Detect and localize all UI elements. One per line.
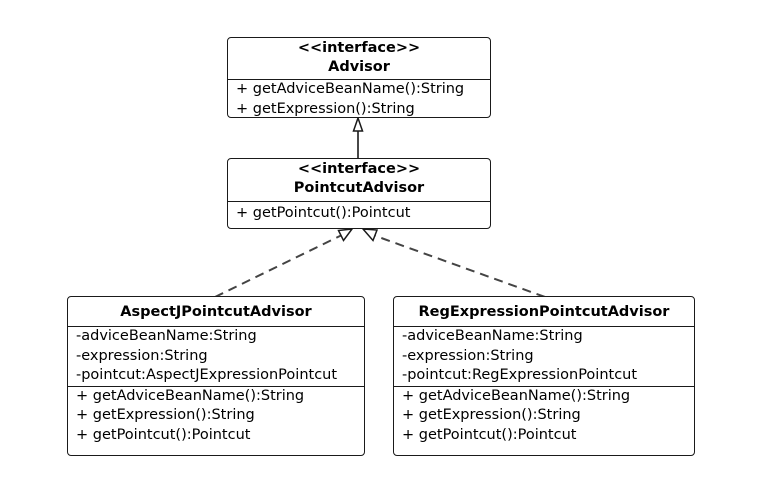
method: + getAdviceBeanName():String — [402, 387, 631, 404]
method: + getPointcut():Pointcut — [236, 205, 411, 221]
attribute: -expression:String — [402, 347, 534, 364]
class-advisor: <<interface>> Advisor + getAdviceBeanNam… — [227, 37, 491, 118]
realization-arrowhead-regexp — [361, 228, 379, 242]
method: + getPointcut():Pointcut — [402, 426, 577, 443]
attribute: -adviceBeanName:String — [402, 328, 583, 344]
class-name: RegExpressionPointcutAdvisor — [418, 304, 670, 320]
methods-section: + getAdviceBeanName():String + getExpres… — [228, 79, 490, 117]
class-header: <<interface>> PointcutAdvisor — [228, 159, 490, 198]
realization-arrowhead-aspectj — [337, 228, 354, 242]
realization-line-regexp — [372, 234, 546, 298]
methods-section: + getAdviceBeanName():String + getExpres… — [394, 385, 694, 446]
attribute: -expression:String — [76, 347, 208, 364]
class-header: RegExpressionPointcutAdvisor — [394, 297, 694, 326]
class-header: AspectJPointcutAdvisor — [68, 297, 364, 326]
generalization-arrowhead — [352, 115, 364, 132]
method: + getExpression():String — [76, 407, 255, 423]
methods-section: + getAdviceBeanName():String + getExpres… — [68, 385, 364, 446]
attribute: -pointcut:AspectJExpressionPointcut — [76, 367, 338, 383]
attributes-section: -adviceBeanName:String -expression:Strin… — [68, 326, 364, 386]
class-name: PointcutAdvisor — [293, 180, 425, 196]
class-name: Advisor — [328, 59, 390, 75]
method: + getExpression():String — [236, 100, 415, 117]
realization-line-aspectj — [214, 234, 343, 298]
attribute: -adviceBeanName:String — [76, 328, 257, 344]
methods-section: + getPointcut():Pointcut — [228, 201, 490, 224]
class-regexp-pointcut-advisor: RegExpressionPointcutAdvisor -adviceBean… — [393, 296, 695, 456]
attribute: -pointcut:RegExpressionPointcut — [402, 367, 638, 383]
attributes-section: -adviceBeanName:String -expression:Strin… — [394, 326, 694, 386]
stereotype-label: <<interface>> — [297, 40, 421, 56]
stereotype-label: <<interface>> — [297, 161, 421, 177]
class-name: AspectJPointcutAdvisor — [120, 304, 312, 320]
method: + getPointcut():Pointcut — [76, 426, 251, 443]
class-pointcut-advisor: <<interface>> PointcutAdvisor + getPoint… — [227, 158, 491, 229]
class-header: <<interface>> Advisor — [228, 38, 490, 77]
method: + getAdviceBeanName():String — [76, 387, 305, 404]
class-aspectj-pointcut-advisor: AspectJPointcutAdvisor -adviceBeanName:S… — [67, 296, 365, 456]
method: + getAdviceBeanName():String — [236, 81, 465, 97]
method: + getExpression():String — [402, 407, 581, 423]
